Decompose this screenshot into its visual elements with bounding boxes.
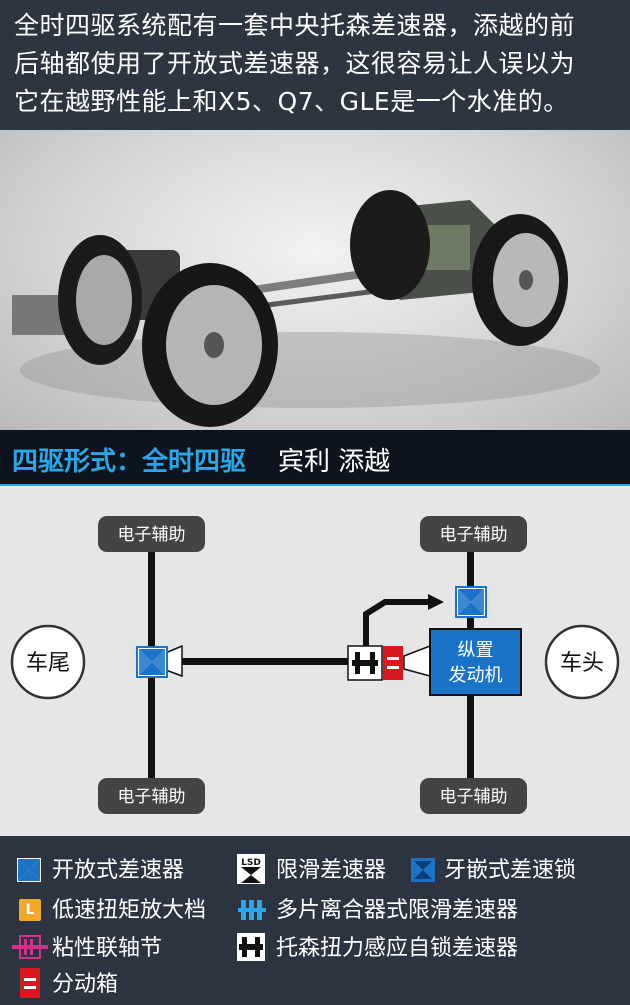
front-right-wheel [472,214,568,346]
multi-plate-legend-icon [238,900,266,920]
drive-type-label: 四驱形式：全时四驱 [12,447,247,477]
low-range-legend-icon: L [19,899,41,921]
front-open-diff-icon [455,586,487,618]
engine-label-1: 纵置 [458,640,494,661]
legend-viscous: 粘性联轴节 [52,936,163,961]
transfer-case-legend-icon [20,968,40,998]
rear-open-diff-icon [136,646,168,678]
rear-right-wheel [142,263,278,427]
caption-line-2: 后轴都使用了开放式差速器，这很容易让人误以为 [14,49,576,78]
legend-transfer-case: 分动箱 [52,972,119,997]
open-diff-legend-icon [17,858,41,882]
title-bar-bottom-line [0,484,630,487]
assist-box-front-top: 电子辅助 [420,516,527,552]
assist-box-rear-bottom: 电子辅助 [98,778,205,814]
chassis-photo [0,130,630,430]
caption-line-1: 全时四驱系统配有一套中央托森差速器，添越的前 [14,11,576,40]
assist-box-front-bottom: 电子辅助 [420,778,527,814]
lsd-legend-icon: LSD [237,854,265,884]
dog-clutch-legend-icon [411,858,435,882]
assist-label-front-top: 电子辅助 [440,525,508,545]
driveshaft [168,658,350,665]
front-left-wheel [350,190,430,300]
lsd-badge: LSD [241,858,261,868]
legend-lsd: 限滑差速器 [276,858,387,883]
longitudinal-engine: 纵置 发动机 [429,628,522,696]
arrow-to-front-diff [428,594,444,610]
legend: 开放式差速器 LSD 限滑差速器 牙嵌式差速锁 L 低速扭矩放大档 多片离合器式… [0,836,630,1005]
drive-type-bar: 四驱形式：全时四驱 宾利 添越 [0,430,630,486]
legend-dog-clutch: 牙嵌式差速锁 [444,858,577,883]
caption-line-3: 它在越野性能上和X5、Q7、GLE是一个水准的。 [14,87,569,116]
drivetrain-svg: 电子辅助 电子辅助 电子辅助 电子辅助 车尾 车头 [10,516,620,814]
vehicle-model: 宾利 添越 [278,447,391,477]
front-label: 车头 [560,651,604,676]
legend-low-range: 低速扭矩放大档 [52,898,207,923]
assist-label-rear-top: 电子辅助 [118,525,186,545]
legend-open-diff: 开放式差速器 [52,858,185,883]
engine-label-2: 发动机 [449,665,503,686]
assist-box-rear-top: 电子辅助 [98,516,205,552]
rear-marker: 车尾 [10,624,86,700]
rear-label: 车尾 [26,651,70,676]
assist-label-rear-bottom: 电子辅助 [118,787,186,807]
legend-torsen: 托森扭力感应自锁差速器 [276,936,519,961]
legend-multi-plate: 多片离合器式限滑差速器 [276,898,519,923]
torsen-center-diff-icon [347,645,383,681]
drivetrain-diagram: 电子辅助 电子辅助 电子辅助 电子辅助 车尾 车头 [0,486,630,836]
header-caption: 全时四驱系统配有一套中央托森差速器，添越的前 后轴都使用了开放式差速器，这很容易… [0,0,630,130]
transfer-case-icon [383,646,403,680]
viscous-coupling-legend-icon [12,935,48,959]
assist-label-front-bottom: 电子辅助 [440,787,508,807]
chassis-illustration [12,190,600,427]
rear-left-wheel [58,235,142,365]
front-marker: 车头 [544,624,620,700]
torsen-legend-icon [237,933,265,961]
